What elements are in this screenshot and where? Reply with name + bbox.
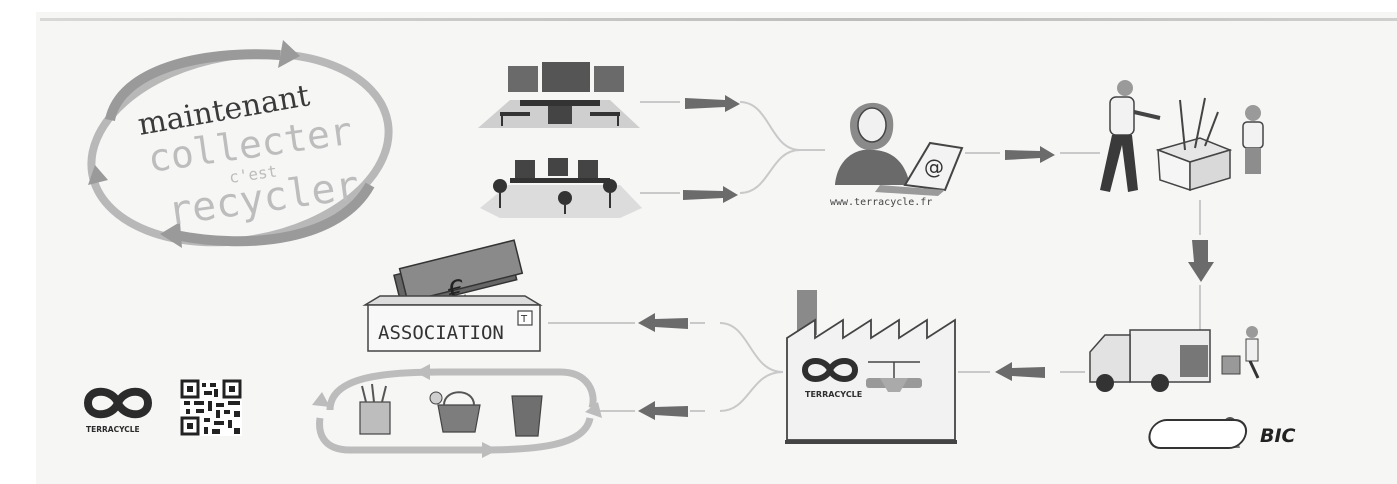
arrow-conference-to-laptop <box>685 95 740 112</box>
arrow-laptop-to-collection <box>1005 146 1055 163</box>
open-office-illustration <box>480 158 642 218</box>
arrow-factory-to-association <box>638 313 688 332</box>
qr-code[interactable] <box>180 380 242 436</box>
arrow-factory-to-products <box>638 401 688 420</box>
association-donation-illustration: € T ASSOCIATION <box>365 240 540 351</box>
terracycle-logo-text: TERRACYCLE <box>86 425 140 434</box>
bic-logo <box>1147 417 1249 448</box>
website-url[interactable]: www.terracycle.fr <box>830 197 932 208</box>
email-icon: @ <box>924 155 944 179</box>
woman-laptop-illustration: @ <box>835 103 962 196</box>
collection-illustration <box>1100 80 1263 192</box>
bic-logo-text: BIC <box>1260 425 1296 447</box>
association-badge: T <box>520 314 528 325</box>
factory-logo-text: TERRACYCLE <box>805 390 862 399</box>
terracycle-logo <box>88 392 148 415</box>
arrow-truck-to-factory <box>995 362 1045 381</box>
conference-room-illustration <box>478 62 640 128</box>
association-label: ASSOCIATION <box>378 322 504 344</box>
recycled-products-illustration <box>312 364 602 458</box>
slogan-badge: maintenant collecter c'est recycler <box>76 31 403 264</box>
arrow-collection-to-truck <box>1188 240 1214 282</box>
arrow-office-to-laptop <box>683 186 738 203</box>
terracycle-factory-illustration: TERRACYCLE <box>785 290 957 444</box>
delivery-truck-illustration <box>1090 326 1258 392</box>
